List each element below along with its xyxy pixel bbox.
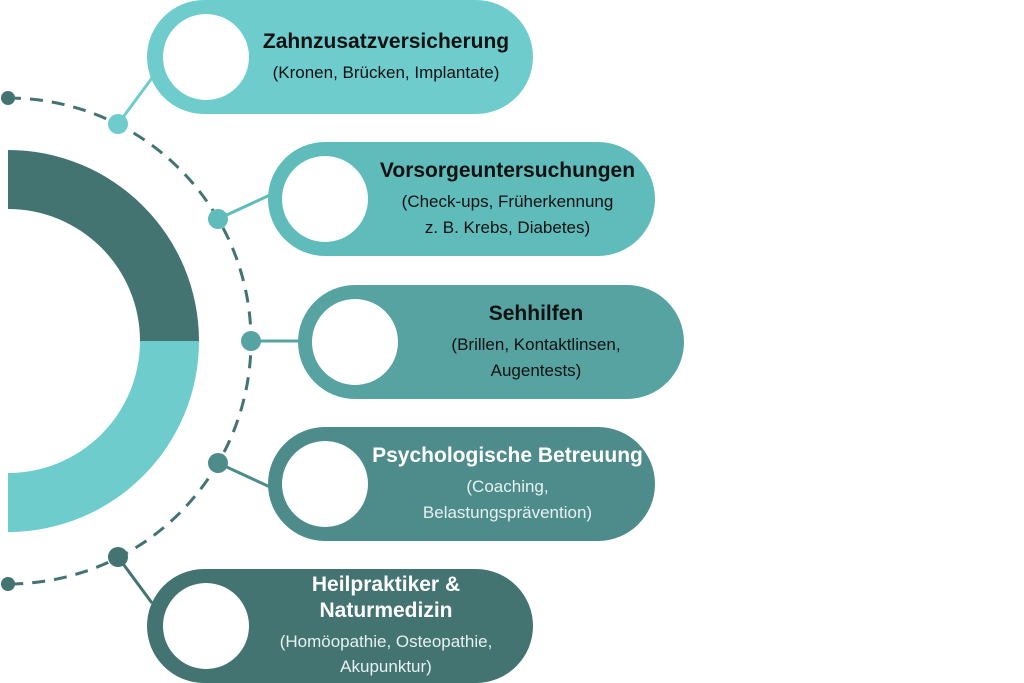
card-subtitle-line-1: (Coaching,	[466, 477, 549, 497]
benefit-card-naturopathy: Heilpraktiker & Naturmedizin (Homöopathi…	[147, 569, 533, 683]
card-subtitle-line-1: (Brillen, Kontaktlinsen,	[451, 335, 621, 355]
card-subtitle-line-2: Augentests)	[490, 360, 582, 380]
card-circle-icon	[282, 156, 368, 242]
card-subtitle-line-1: (Kronen, Brücken, Implantate)	[272, 62, 500, 82]
card-subtitle-line-2: z. B. Krebs, Diabetes)	[424, 217, 591, 237]
ring-segment-light-shape	[8, 341, 199, 532]
card-circle-icon	[312, 299, 398, 385]
card-title: Psychologische Betreuung	[372, 443, 643, 467]
connector-dot-1	[108, 114, 128, 134]
connector-dot-3	[241, 331, 261, 351]
card-circle-icon	[282, 441, 368, 527]
card-circle-icon	[163, 583, 249, 669]
arc-end-dot-top	[1, 91, 15, 105]
connector-dot-5	[108, 547, 128, 567]
card-title: Zahnzusatzversicherung	[262, 29, 510, 53]
card-subtitle-line-2: Belastungsprävention)	[422, 502, 593, 522]
ring-segment-dark-shape	[8, 150, 199, 341]
card-subtitle-line-1: (Check-ups, Früherkennung	[401, 192, 614, 212]
card-title: Heilpraktiker & Naturmedizin	[311, 573, 461, 622]
connector-dot-4	[208, 453, 228, 473]
benefit-card-vision: Sehhilfen (Brillen, Kontaktlinsen, Augen…	[298, 285, 684, 399]
card-subtitle-line-1: (Homöopathie, Osteopathie,	[279, 631, 493, 651]
benefit-card-checkups: Vorsorgeuntersuchungen (Check-ups, Frühe…	[268, 142, 655, 256]
card-circle-icon	[163, 14, 249, 100]
benefit-card-dental: Zahnzusatzversicherung (Kronen, Brücken,…	[147, 0, 533, 114]
arc-end-dot-bottom	[1, 577, 15, 591]
card-title: Sehhilfen	[488, 301, 584, 325]
card-title: Vorsorgeuntersuchungen	[379, 158, 636, 182]
benefit-card-psychology: Psychologische Betreuung (Coaching, Bela…	[268, 427, 655, 541]
connector-dot-2	[208, 209, 228, 229]
card-subtitle-line-2: Akupunktur)	[340, 657, 432, 677]
